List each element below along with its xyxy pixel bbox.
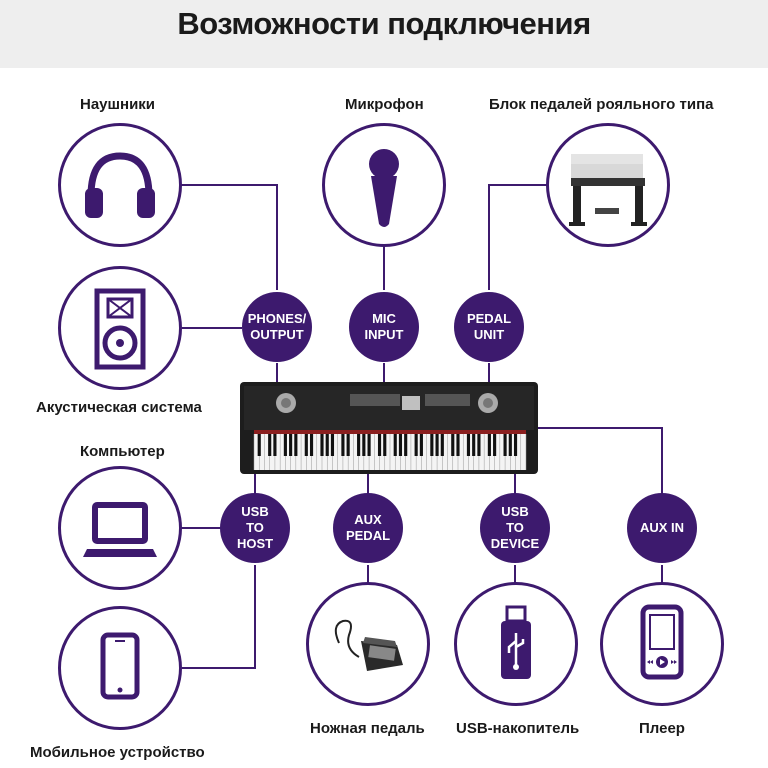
speaker-icon — [94, 288, 146, 370]
media-player-icon — [640, 604, 684, 680]
line-mobile — [182, 565, 256, 669]
usb-drive-circle — [454, 582, 578, 706]
laptop-icon — [83, 502, 157, 557]
line-pedal-unit — [488, 184, 550, 290]
headphones-icon — [85, 152, 155, 218]
port-mic-input: MIC INPUT — [349, 292, 419, 362]
microphone-circle — [322, 123, 446, 247]
computer-label: Компьютер — [80, 443, 165, 460]
computer-circle — [58, 466, 182, 590]
speaker-label: Акустическая система — [36, 399, 202, 416]
port-usb-to-device: USB TO DEVICE — [480, 493, 550, 563]
line-auxin-piano — [535, 427, 663, 500]
headphones-circle — [58, 123, 182, 247]
foot-pedal-label: Ножная педаль — [310, 720, 425, 737]
port-aux-in: AUX IN — [627, 493, 697, 563]
microphone-icon — [369, 149, 399, 227]
headphones-label: Наушники — [80, 96, 156, 113]
port-aux-pedal: AUX PEDAL — [333, 493, 403, 563]
port-pedal-unit: PEDAL UNIT — [454, 292, 524, 362]
player-circle — [600, 582, 724, 706]
smartphone-icon — [100, 632, 140, 700]
digital-piano-icon — [240, 382, 538, 474]
player-label: Плеер — [639, 720, 685, 737]
pedal-unit-circle — [546, 123, 670, 247]
usb-icon — [501, 605, 531, 679]
mobile-label: Мобильное устройство — [30, 744, 205, 761]
sustain-pedal-icon — [334, 619, 403, 671]
header-bar — [0, 0, 768, 68]
piano-stand-icon — [569, 154, 647, 226]
line-headphones — [180, 184, 278, 290]
usb-drive-label: USB-накопитель — [456, 720, 580, 737]
port-phones-output: PHONES/ OUTPUT — [242, 292, 312, 362]
mobile-circle — [58, 606, 182, 730]
port-usb-to-host: USB TO HOST — [220, 493, 290, 563]
speaker-circle — [58, 266, 182, 390]
pedal-unit-label: Блок педалей рояльного типа — [489, 96, 714, 113]
microphone-label: Микрофон — [345, 96, 424, 113]
page-title: Возможности подключения — [177, 6, 591, 41]
foot-pedal-circle — [306, 582, 430, 706]
